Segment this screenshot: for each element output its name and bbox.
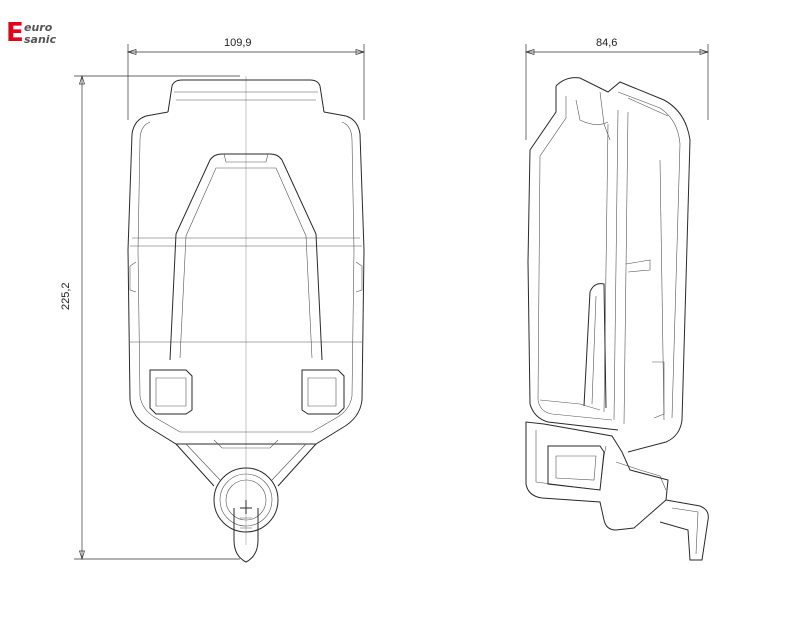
logo-letter: E [6, 18, 24, 48]
side-width-dimension [524, 44, 710, 140]
front-view [127, 76, 365, 563]
front-width-dimension-label: 109,9 [224, 37, 252, 49]
logo-text-line2: sanic [24, 33, 57, 46]
logo-text-line1: euro [24, 21, 53, 34]
side-width-dimension-label: 84,6 [596, 37, 618, 49]
height-dimension [74, 74, 240, 561]
eurosanic-logo: E euro sanic [4, 18, 84, 48]
side-view [525, 77, 709, 561]
front-width-dimension [126, 44, 366, 120]
